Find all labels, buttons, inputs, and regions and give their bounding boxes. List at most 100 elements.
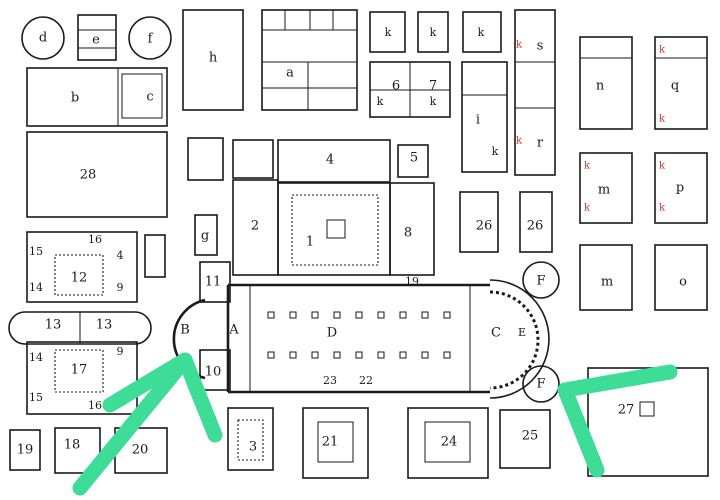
label-k: k bbox=[430, 95, 437, 108]
label-13: 13 bbox=[45, 318, 62, 333]
label-22: 22 bbox=[359, 374, 373, 387]
cells-kj bbox=[369, 11, 502, 53]
label-a: a bbox=[286, 66, 294, 81]
label-11: 11 bbox=[205, 275, 222, 290]
label-12: 12 bbox=[71, 271, 88, 286]
building-3 bbox=[227, 407, 274, 471]
label-k: k bbox=[377, 95, 384, 108]
nave-column bbox=[443, 351, 451, 359]
label-m: m bbox=[598, 183, 610, 198]
label-24: 24 bbox=[441, 435, 458, 450]
label-i: i bbox=[476, 113, 480, 128]
building-27 bbox=[587, 367, 709, 477]
nave-column bbox=[421, 311, 429, 319]
label-k-red: k bbox=[659, 45, 666, 56]
building-q bbox=[654, 36, 708, 130]
label-9: 9 bbox=[117, 345, 124, 358]
label-8: 8 bbox=[404, 226, 412, 241]
building-a bbox=[261, 9, 358, 111]
nave-column bbox=[355, 311, 363, 319]
label-28: 28 bbox=[80, 168, 97, 183]
nave-column bbox=[377, 351, 385, 359]
building-m-2 bbox=[579, 244, 633, 311]
label-3: 3 bbox=[249, 440, 257, 455]
label-20: 20 bbox=[132, 443, 149, 458]
label-19: 19 bbox=[17, 443, 34, 458]
label-k: k bbox=[385, 26, 392, 39]
nave-column bbox=[377, 311, 385, 319]
label-k-red: k bbox=[659, 114, 666, 125]
nave-column bbox=[267, 351, 275, 359]
label-26: 26 bbox=[476, 219, 493, 234]
label-F: F bbox=[536, 274, 545, 289]
label-C: C bbox=[491, 326, 501, 341]
label-15: 15 bbox=[29, 245, 43, 258]
label-7: 7 bbox=[429, 79, 437, 94]
label-s: s bbox=[537, 39, 544, 54]
label-1: 1 bbox=[306, 235, 314, 250]
label-15: 15 bbox=[29, 391, 43, 404]
arrow-left bbox=[72, 352, 223, 496]
label-r: r bbox=[537, 136, 544, 151]
building-24 bbox=[407, 407, 489, 479]
label-g: g bbox=[201, 229, 209, 244]
building-m-1 bbox=[579, 152, 633, 224]
label-2: 2 bbox=[251, 219, 259, 234]
nave-column bbox=[333, 311, 341, 319]
building-25 bbox=[499, 409, 551, 469]
nave-column bbox=[311, 311, 319, 319]
label-4: 4 bbox=[117, 249, 124, 262]
label-k: k bbox=[478, 26, 485, 39]
label-9: 9 bbox=[117, 281, 124, 294]
nave-column bbox=[289, 311, 297, 319]
label-q: q bbox=[671, 79, 679, 94]
label-b: b bbox=[71, 91, 79, 106]
label-h: h bbox=[209, 51, 218, 66]
nave-column bbox=[267, 311, 275, 319]
label-k-red: k bbox=[584, 161, 591, 172]
label-F: F bbox=[536, 377, 545, 392]
label-14: 14 bbox=[29, 351, 43, 364]
label-k-red: k bbox=[584, 203, 591, 214]
building-19 bbox=[9, 429, 41, 471]
nave-column bbox=[399, 351, 407, 359]
label-16: 16 bbox=[88, 233, 102, 246]
label-26: 26 bbox=[527, 219, 544, 234]
label-m: m bbox=[601, 275, 613, 290]
church-nave bbox=[172, 279, 550, 399]
nave-column bbox=[421, 351, 429, 359]
label-k-red: k bbox=[659, 203, 666, 214]
label-5: 5 bbox=[410, 151, 418, 166]
label-23: 23 bbox=[323, 374, 337, 387]
label-o: o bbox=[679, 275, 687, 290]
tower-F-south bbox=[522, 365, 560, 403]
church-core bbox=[187, 137, 435, 391]
nave-column bbox=[443, 311, 451, 319]
label-k: k bbox=[430, 26, 437, 39]
nave-column bbox=[333, 351, 341, 359]
label-14: 14 bbox=[29, 281, 43, 294]
label-k: k bbox=[492, 145, 499, 158]
building-p bbox=[654, 152, 708, 224]
label-10: 10 bbox=[205, 365, 222, 380]
label-18: 18 bbox=[64, 438, 81, 453]
label-d: d bbox=[39, 31, 47, 46]
label-B: B bbox=[180, 323, 190, 338]
label-e: e bbox=[92, 33, 100, 48]
building-s-r bbox=[514, 9, 556, 176]
label-k-red: k bbox=[659, 161, 666, 172]
tower-F-north bbox=[522, 261, 560, 299]
building-o bbox=[654, 244, 708, 311]
label-6: 6 bbox=[392, 79, 400, 94]
label-27: 27 bbox=[618, 403, 635, 418]
building-h bbox=[182, 9, 244, 111]
label-E: E bbox=[518, 326, 526, 339]
label-16: 16 bbox=[88, 399, 102, 412]
label-13: 13 bbox=[96, 318, 113, 333]
label-n: n bbox=[596, 79, 605, 94]
building-6-7 bbox=[369, 61, 451, 118]
label-17: 17 bbox=[71, 363, 88, 378]
building-21 bbox=[302, 407, 369, 479]
building-i bbox=[461, 61, 508, 173]
building-n bbox=[579, 36, 633, 130]
